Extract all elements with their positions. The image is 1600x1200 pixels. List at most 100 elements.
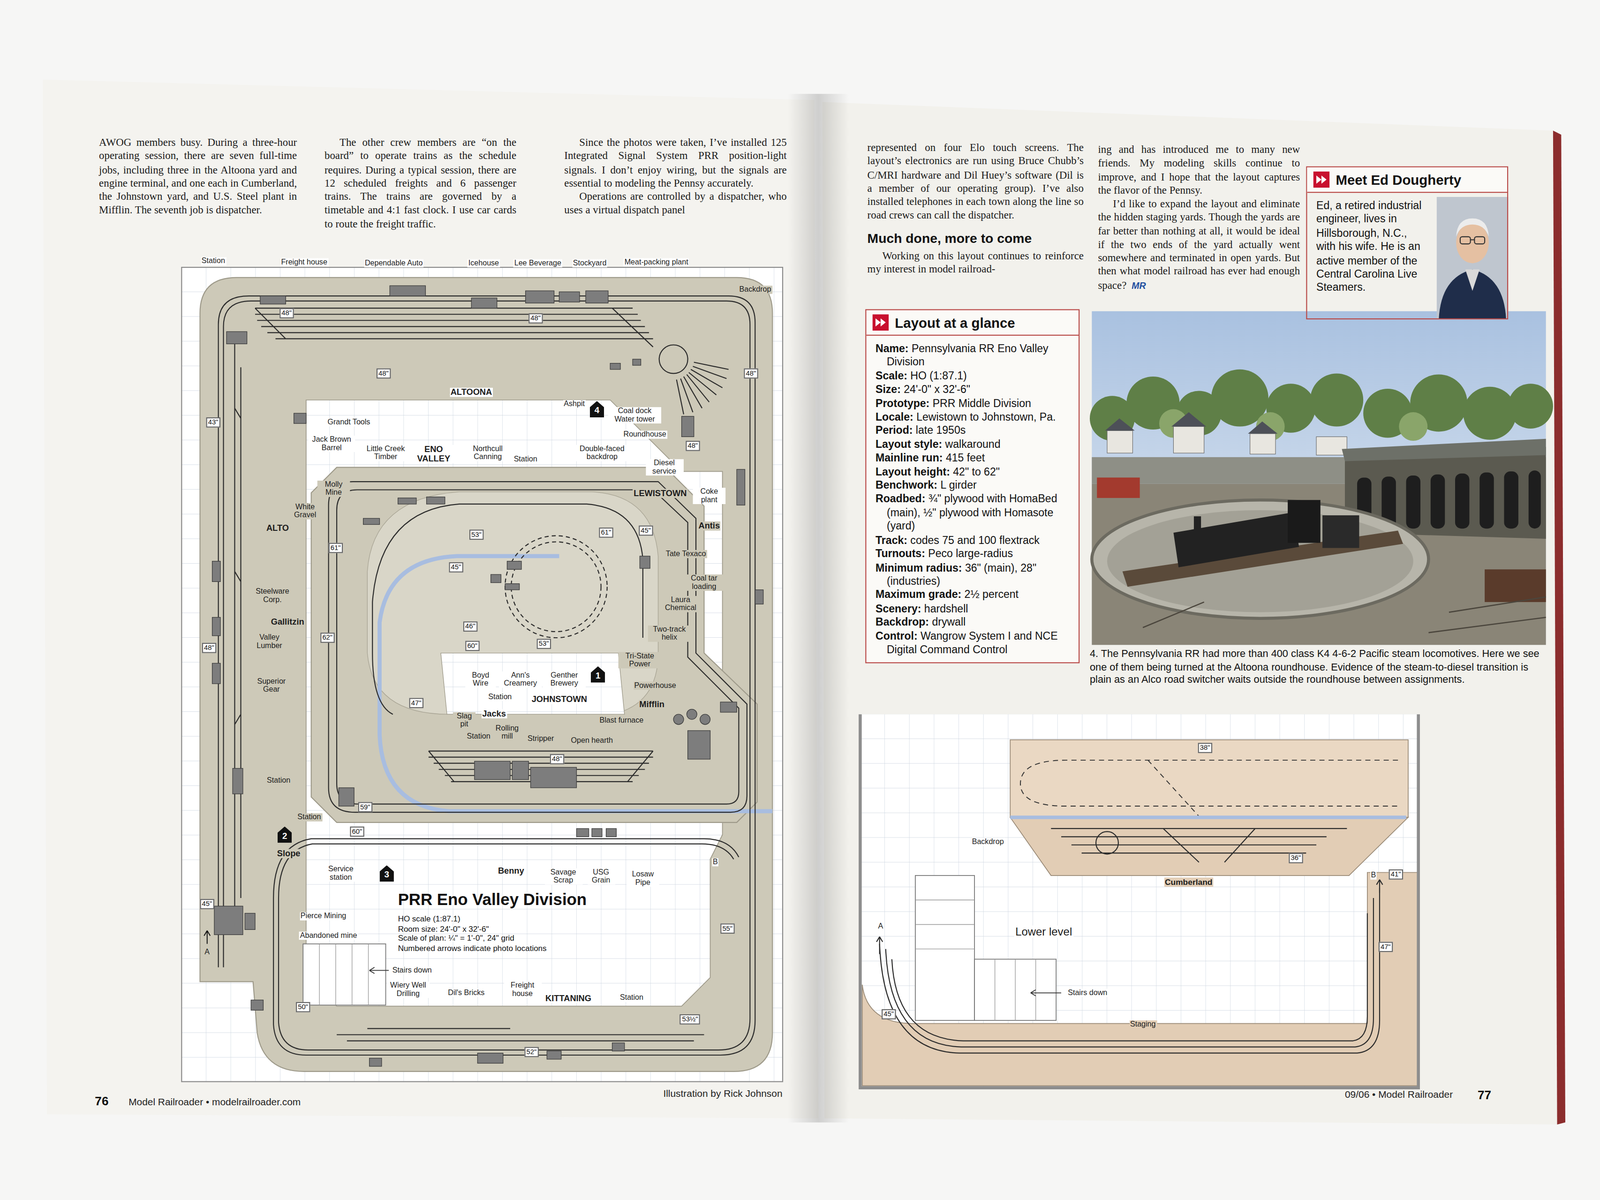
body-paragraph: represented on four Elo touch screens. T…	[867, 140, 1084, 223]
heading-icon	[1313, 171, 1330, 189]
box-text: Mainline run: 415 feet	[875, 451, 1070, 465]
field-name: Mainline run:	[875, 451, 943, 464]
town-name: Benny	[497, 865, 526, 876]
section-heading: Much done, more to come	[867, 230, 1084, 247]
plan-label: Diesel service	[645, 459, 684, 476]
plan-label: Laura Chemical	[659, 596, 702, 613]
benchwork-height: 45"	[448, 562, 464, 573]
lower-level-label: B	[1369, 871, 1377, 880]
plan-label: Dil's Bricks	[446, 988, 486, 998]
plan-label: Coal dock Water tower	[608, 407, 662, 424]
plan-label: Ashpit	[562, 400, 586, 409]
plan-label: B	[711, 858, 719, 867]
town-name: Gallitzin	[270, 616, 306, 627]
body-paragraph: Operations are controlled by a dispatche…	[564, 189, 787, 218]
page-footer: Model Railroader • modelrailroader.com	[128, 1095, 301, 1108]
body-paragraph: I’d like to expand the layout and elimin…	[1097, 196, 1300, 293]
plan-label: Savage Scrap	[544, 868, 583, 886]
benchwork-height: 52"	[523, 1047, 539, 1057]
plan-label: Backdrop	[738, 285, 772, 295]
box-text: Roadbed: ¾" plywood with HomaBed (main),…	[875, 492, 1070, 534]
box-text: Name: Pennsylvania RR Eno Valley Divisio…	[875, 341, 1070, 370]
town-name: Slope	[276, 848, 302, 858]
plan-label: Coal tar loading	[682, 574, 726, 592]
plan-label: Little Creek Timber	[362, 445, 409, 462]
page-footer: 09/06 • Model Railroader	[1344, 1088, 1453, 1101]
benchwork-height: 45"	[638, 525, 654, 536]
body-paragraph: Since the photos were taken, I’ve instal…	[564, 135, 787, 190]
benchwork-height: 43"	[205, 417, 221, 428]
benchwork-height: 50"	[295, 1002, 311, 1012]
benchwork-height: 55"	[719, 923, 735, 934]
lower-level-label: Backdrop	[970, 837, 1005, 847]
plan-label: White Gravel	[287, 503, 323, 521]
benchwork-height: 36"	[1288, 852, 1304, 863]
plan-label: Rolling mill	[491, 724, 523, 742]
benchwork-height: 48"	[201, 642, 217, 653]
field-name: Scale:	[875, 369, 908, 382]
plan-label: Coke plant	[693, 487, 726, 505]
benchwork-height: 59"	[357, 801, 373, 812]
field-name: Maximum grade:	[875, 588, 962, 601]
box-text: Scale: HO (1:87.1)	[875, 369, 1070, 383]
plan-label: Stripper	[526, 734, 556, 744]
benchwork-height: 48"	[279, 308, 295, 318]
plan-label: Boyd Wire	[465, 671, 496, 689]
plan-title: PRR Eno Valley Division	[398, 890, 587, 910]
benchwork-height: 46"	[462, 621, 478, 632]
box-text: Scenery: hardshell	[875, 601, 1070, 616]
lower-level-label: Cumberland	[1163, 876, 1214, 887]
town-name: LEWISTOWN	[632, 488, 688, 498]
body-paragraph: The other crew members are “on the board…	[324, 135, 517, 231]
lower-level-label: Staging	[1129, 1020, 1157, 1029]
plan-label: Blast furnace	[598, 716, 645, 725]
field-name: Minimum radius:	[875, 560, 962, 574]
box-body: Ed, a retired industrial engineer, lives…	[1306, 192, 1508, 301]
field-name: Size:	[875, 382, 901, 395]
town-name: Antis	[697, 520, 721, 531]
plan-label: Two-track helix	[648, 625, 691, 643]
benchwork-height: 61"	[328, 543, 344, 553]
field-name: Track:	[875, 533, 908, 546]
box-text: Period: late 1950s	[875, 423, 1070, 438]
plan-note: Room size: 24'-0" x 32'-6"	[398, 923, 490, 934]
plan-label: Steelware Corp.	[248, 587, 297, 605]
plan-label: Slag pit	[452, 712, 476, 730]
field-name: Name:	[875, 341, 909, 355]
heading-icon	[872, 314, 889, 331]
box-text: Benchwork: L girder	[875, 478, 1070, 493]
lower-level-label: Stairs down	[1066, 988, 1109, 998]
box-heading-row: Layout at a glance	[866, 310, 1079, 336]
plan-label: Open hearth	[569, 736, 614, 746]
end-mark: MR	[1131, 280, 1146, 291]
benchwork-height: 48"	[376, 368, 392, 379]
box-text: Ed, a retired industrial engineer, lives…	[1316, 198, 1426, 295]
benchwork-height: 47"	[1378, 941, 1394, 952]
plan-label: Station	[200, 256, 227, 266]
field-name: Layout height:	[875, 465, 951, 478]
box-text: Prototype: PRR Middle Division	[875, 396, 1070, 411]
box-text: Locale: Lewistown to Johnstown, Pa.	[875, 410, 1070, 424]
benchwork-height: 53"	[468, 529, 484, 540]
field-name: Prototype:	[875, 396, 930, 409]
plan-label: Wiery Well Drilling	[386, 981, 430, 999]
box-heading: Layout at a glance	[894, 314, 1015, 331]
field-name: Benchwork:	[875, 478, 938, 491]
plan-label: Genther Brewery	[543, 671, 586, 689]
plan-label: Station	[512, 455, 538, 464]
lower-level-label: Lower level	[1014, 925, 1073, 938]
plan-label: Pierce Mining	[299, 912, 348, 921]
benchwork-height: 41"	[1388, 869, 1404, 880]
benchwork-height: 48"	[685, 440, 701, 451]
town-name: Mifflin	[638, 699, 666, 710]
plan-label: Ann's Creamery	[498, 671, 542, 689]
plan-label: Jack Brown Barrel	[308, 435, 355, 453]
plan-label: Lee Beverage	[513, 259, 563, 268]
plan-label: Station	[487, 693, 513, 702]
field-name: Layout style:	[875, 437, 943, 450]
benchwork-height: 45"	[881, 1009, 897, 1019]
box-text: Turnouts: Peco large-radius	[875, 547, 1070, 561]
benchwork-height: 48"	[528, 313, 544, 324]
body-paragraph: ing and has introduced me to many new fr…	[1097, 143, 1300, 198]
